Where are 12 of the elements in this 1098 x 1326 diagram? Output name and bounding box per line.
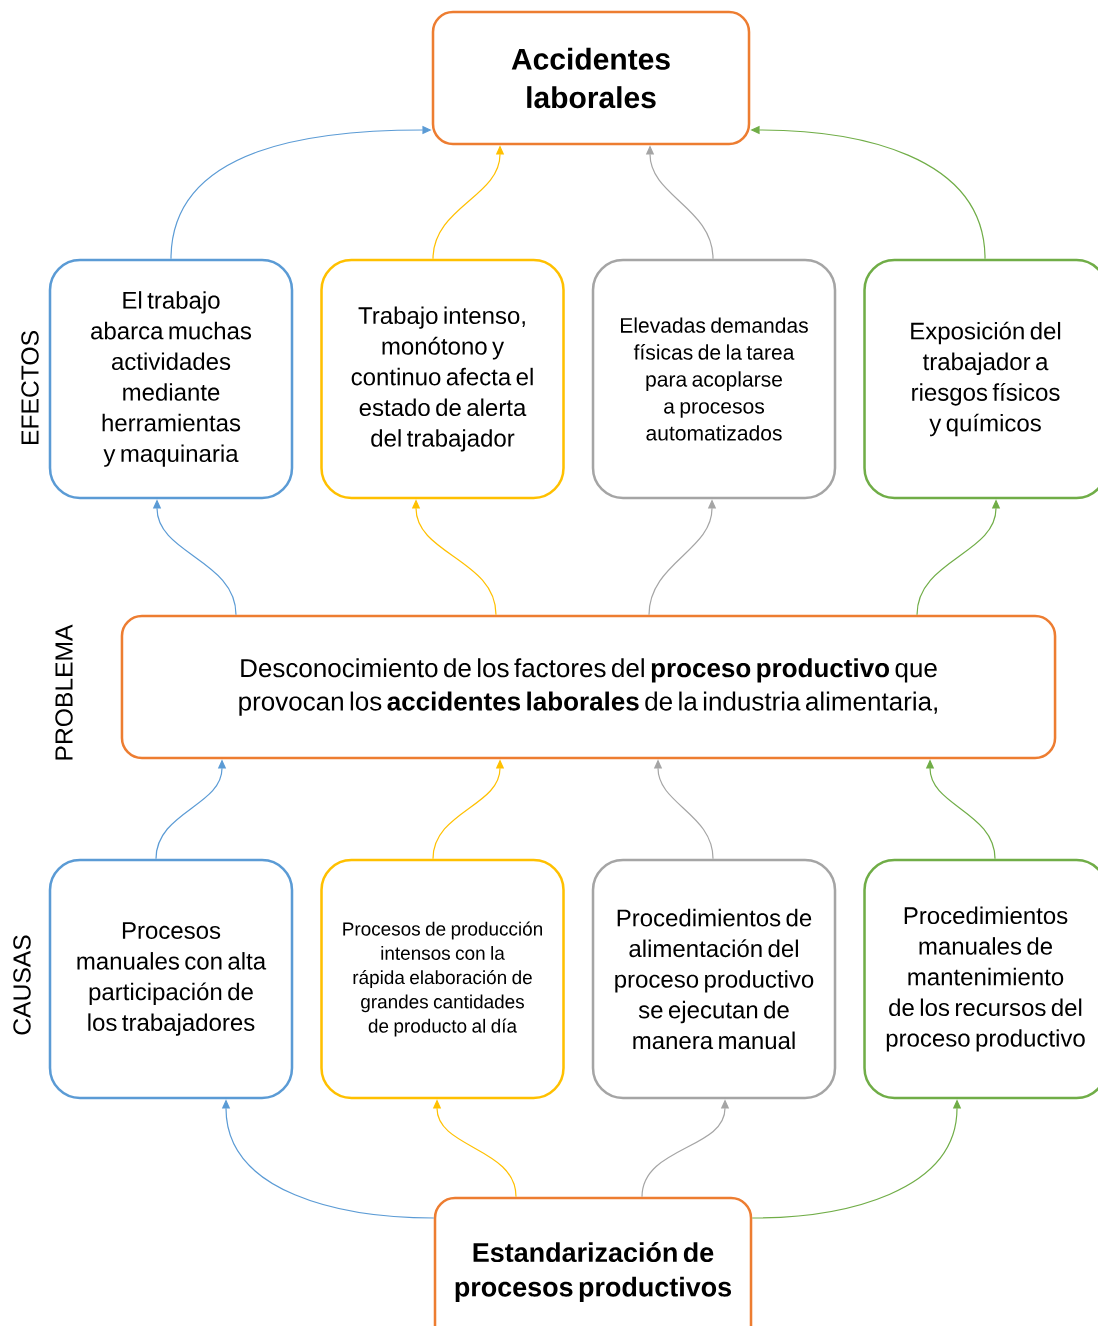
section-label: PROBLEMA xyxy=(55,624,73,760)
effect-box: Trabajo intenso, monótono y continuo afecta el estado de alerta del trabajador xyxy=(320,258,565,500)
cause-box: Procesos manuales con alta participación de los trabajadores xyxy=(48,858,294,1100)
title-box: Estandarización de procesos productivos xyxy=(433,1196,753,1326)
effect-box: El trabajo abarca muchas actividades mediante herramientas y maquinaria xyxy=(48,258,294,500)
cause-box: Procesos de producción intensos con la rápida elaboración de grandes cantidades de producto al día xyxy=(320,858,565,1100)
cause-box: Procedimientos de alimentación del proceso productivo se ejecutan de manera manual xyxy=(591,858,837,1100)
title-box: Accidentes laborales xyxy=(431,10,751,146)
effect-box: Elevadas demandas físicas de la tarea para acoplarse a procesos automatizados xyxy=(591,258,837,500)
cause-box: Procedimientos manuales de mantenimiento de los recursos del proceso productivo xyxy=(863,858,1098,1100)
problem-box: Desconocimiento de los factores del proceso productivo que provocan los accidentes laborales de la industria alimentaria, xyxy=(120,614,1057,760)
effect-box: Exposición del trabajador a riesgos físicos y químicos xyxy=(863,258,1098,500)
